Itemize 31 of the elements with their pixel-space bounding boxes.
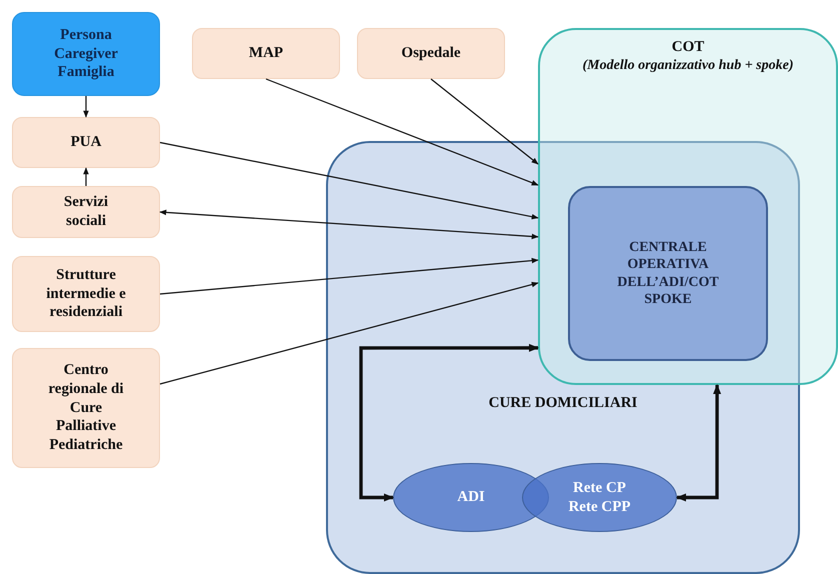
process-box — [192, 28, 340, 79]
node-subtitle: (Modello organizzativo hub + spoke) — [582, 56, 794, 74]
process-box — [12, 186, 160, 238]
node-label: ADI — [456, 488, 486, 507]
arrow — [83, 167, 89, 186]
node-label: PUA — [70, 133, 102, 152]
process-box — [568, 186, 768, 361]
person-box — [12, 12, 160, 96]
node-label: Ospedale — [400, 44, 462, 63]
process-box — [12, 117, 160, 168]
node-label: Rete CP Rete CPP — [567, 478, 632, 516]
node-label: Centro regionale di Cure Palliative Pediatriche — [47, 361, 125, 455]
arrow — [359, 344, 539, 502]
arrow — [160, 142, 539, 220]
arrow — [83, 96, 89, 118]
arrow — [160, 258, 539, 295]
node-label: CENTRALE OPERATIVA DELL’ADI/COT SPOKE — [616, 238, 720, 308]
process-box — [12, 256, 160, 332]
arrow — [430, 78, 539, 164]
arrow — [266, 78, 539, 186]
arrow — [160, 282, 539, 385]
node-label: Servizi sociali — [62, 193, 110, 231]
node-label: MAP — [248, 44, 284, 63]
node-label: CURE DOMICILIARI — [488, 394, 638, 413]
arrow — [159, 210, 539, 240]
node-label: Persona Caregiver Famiglia — [53, 26, 119, 82]
arrow — [676, 384, 722, 502]
process-box — [12, 348, 160, 468]
node-label: Strutture intermedie e residenziali — [45, 266, 127, 322]
process-box — [357, 28, 505, 79]
node-label: COT — [672, 38, 704, 57]
